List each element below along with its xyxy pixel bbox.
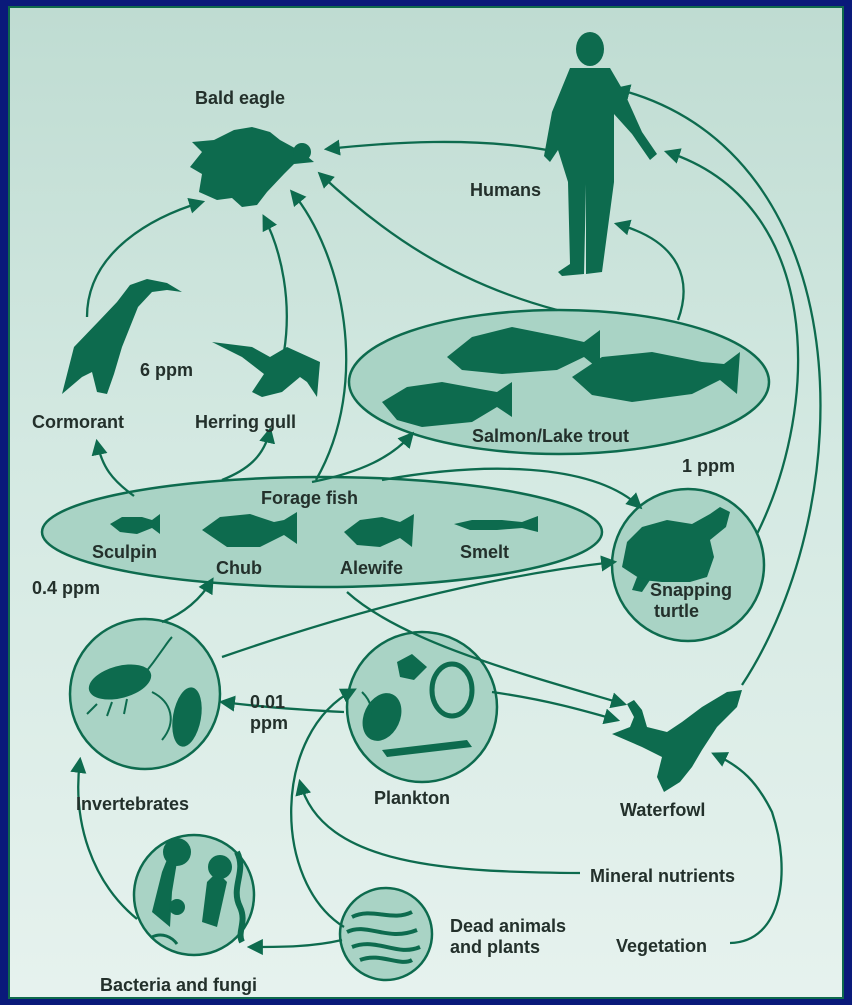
concentration-plankton: 0.01 ppm [250, 692, 288, 733]
label-plankton: Plankton [374, 788, 450, 809]
concentration-birds: 6 ppm [140, 360, 193, 381]
human-icon [544, 32, 657, 276]
label-bald-eagle: Bald eagle [195, 88, 285, 109]
label-alewife: Alewife [340, 558, 403, 579]
label-herring-gull: Herring gull [195, 412, 296, 433]
concentration-salmon: 1 ppm [682, 456, 735, 477]
arrow-forage-cormorant [97, 442, 134, 496]
label-waterfowl: Waterfowl [620, 800, 705, 821]
arrow-detritus-plankton [291, 690, 354, 927]
arrow-human-eagle [327, 142, 547, 150]
label-dead-animals-plants: Dead animals and plants [450, 916, 566, 957]
label-invertebrates: Invertebrates [76, 794, 189, 815]
arrow-gull-eagle [264, 217, 287, 352]
diagram-frame: Bald eagle Humans Cormorant Herring gull… [8, 6, 844, 999]
label-snapping-turtle: Snapping turtle [650, 580, 732, 621]
label-sculpin: Sculpin [92, 542, 157, 563]
duck-icon [612, 690, 742, 792]
concentration-plankton-unit: ppm [250, 713, 288, 734]
arrow-detritus-bacteria [250, 940, 342, 947]
label-snapping: Snapping [650, 580, 732, 601]
label-chub: Chub [216, 558, 262, 579]
gull-icon [212, 342, 320, 397]
label-cormorant: Cormorant [32, 412, 124, 433]
arrow-forage-eagle [292, 192, 346, 480]
label-forage-fish: Forage fish [261, 488, 358, 509]
label-humans: Humans [470, 180, 541, 201]
arrow-vegetation-waterfowl [714, 754, 782, 943]
concentration-plankton-value: 0.01 [250, 692, 288, 713]
arrow-forage-gull [222, 430, 270, 480]
label-bacteria-fungi: Bacteria and fungi [100, 975, 257, 996]
label-mineral-nutrients: Mineral nutrients [590, 866, 735, 887]
arrow-invert-forage [162, 580, 212, 622]
label-and-plants: and plants [450, 937, 566, 958]
label-dead-animals: Dead animals [450, 916, 566, 937]
label-vegetation: Vegetation [616, 936, 707, 957]
label-turtle: turtle [650, 601, 732, 622]
food-web-diagram [10, 8, 844, 999]
concentration-forage: 0.4 ppm [32, 578, 100, 599]
arrow-bacteria-invert [78, 760, 137, 919]
arrow-salmon-human [617, 224, 684, 320]
label-salmon-lake-trout: Salmon/Lake trout [472, 426, 629, 447]
label-smelt: Smelt [460, 542, 509, 563]
